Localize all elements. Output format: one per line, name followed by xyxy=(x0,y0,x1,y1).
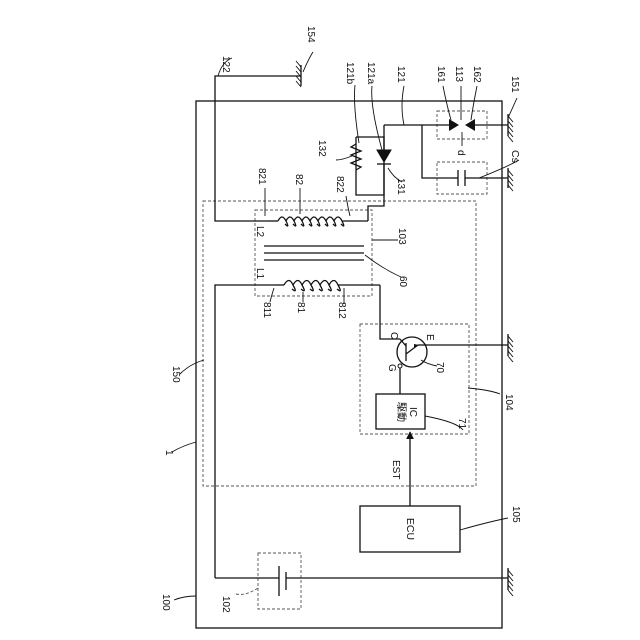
leader-1 xyxy=(172,442,196,452)
wire-812-to-collector xyxy=(380,285,400,339)
leader-150 xyxy=(180,360,204,374)
ref-822: 822 xyxy=(334,176,345,193)
ref-154: 154 xyxy=(305,26,316,43)
ref-est: EST xyxy=(390,460,401,479)
ref-132: 132 xyxy=(316,140,327,157)
battery-102 xyxy=(215,560,508,596)
leader-102 xyxy=(236,588,258,594)
ref-c: C xyxy=(388,332,399,339)
diode-131 xyxy=(377,125,391,180)
ref-105: 105 xyxy=(510,506,521,523)
ref-113: 113 xyxy=(453,66,464,82)
ground-battery-symbol xyxy=(508,568,513,596)
wire-822-up xyxy=(368,160,384,221)
ref-l1: L1 xyxy=(254,268,265,280)
ref-81: 81 xyxy=(295,302,306,314)
ref-811: 811 xyxy=(261,302,272,318)
drive-ic-label-2: IC xyxy=(407,407,418,417)
ref-121b: 121b xyxy=(344,62,355,85)
drive-ic-label-1: 駆動 xyxy=(395,402,408,422)
ref-151: 151 xyxy=(509,76,520,93)
ref-100: 100 xyxy=(160,594,171,611)
ref-82: 82 xyxy=(293,174,304,186)
ref-d: d xyxy=(455,150,466,156)
ref-103: 103 xyxy=(396,228,407,245)
ref-821: 821 xyxy=(256,168,267,185)
ref-122: 122 xyxy=(220,56,231,73)
ref-150: 150 xyxy=(170,366,181,383)
ref-l2: L2 xyxy=(254,226,265,238)
leader-132 xyxy=(336,156,352,160)
leader-161 xyxy=(443,86,451,120)
ground-emitter-symbol xyxy=(508,334,513,362)
ground-cs-symbol xyxy=(508,168,513,191)
leader-121 xyxy=(402,86,404,125)
ref-1: 1 xyxy=(163,450,174,456)
primary-coil-l1 xyxy=(215,281,380,561)
leader-154 xyxy=(303,52,313,72)
leader-162 xyxy=(471,86,477,120)
leader-104 xyxy=(468,388,500,394)
ref-102: 102 xyxy=(220,596,231,613)
wire-122 xyxy=(215,76,301,221)
ref-131: 131 xyxy=(395,178,406,195)
ref-70: 70 xyxy=(434,362,445,374)
igbt-70 xyxy=(397,337,427,394)
ref-71: 71 xyxy=(456,418,467,430)
spark-gap-113 xyxy=(449,119,508,131)
ground-151-symbol xyxy=(508,114,513,142)
leader-151 xyxy=(508,98,517,118)
ref-161: 161 xyxy=(435,66,446,83)
leader-811 xyxy=(270,288,274,302)
ground-154-symbol xyxy=(296,61,301,87)
ecu-label: ECU xyxy=(404,518,416,540)
leader-60 xyxy=(365,255,401,277)
ref-cs: Cs xyxy=(509,150,521,163)
leader-121b xyxy=(355,85,360,143)
ignition-coil-housing-150 xyxy=(203,201,476,486)
leader-100 xyxy=(174,596,196,600)
ref-60: 60 xyxy=(397,276,408,288)
ref-g: G xyxy=(386,364,397,372)
ref-162: 162 xyxy=(471,66,482,83)
ref-104: 104 xyxy=(503,394,514,411)
ref-121: 121 xyxy=(395,66,406,83)
ref-812: 812 xyxy=(336,302,347,319)
leader-822 xyxy=(346,196,350,216)
secondary-coil-l2 xyxy=(268,217,368,226)
leader-105 xyxy=(460,518,508,530)
ref-e: E xyxy=(424,334,435,341)
leader-121a xyxy=(372,86,382,150)
ref-121a: 121a xyxy=(365,62,376,85)
